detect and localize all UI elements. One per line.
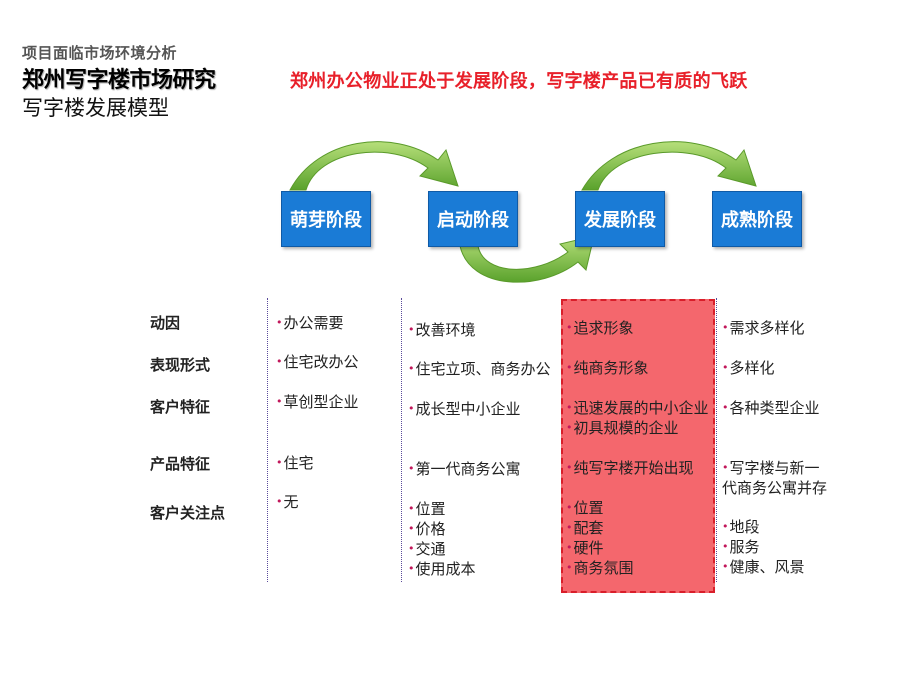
cell-mature-form: •多样化 [722,359,775,377]
stage-box-develop: 发展阶段 [575,191,665,247]
cell-sprout-focus: •无 [276,493,299,511]
stage-box-mature: 成熟阶段 [712,191,802,247]
cell-develop-focus: •位置 •配套 •硬件 •商务氛围 [566,499,634,577]
cell-mature-motive: •需求多样化 [722,319,805,337]
cell-startup-form: •住宅立项、商务办公 [408,360,551,378]
row-label-form: 表现形式 [150,356,211,374]
cell-sprout-product: •住宅 [276,454,314,472]
section-subtitle: 项目面临市场环境分析 [22,44,178,62]
cell-startup-motive: •改善环境 [408,321,476,339]
cell-develop-form: •纯商务形象 [566,359,649,377]
row-label-product: 产品特征 [150,455,211,473]
cell-sprout-motive: •办公需要 [276,314,344,332]
column-divider [401,298,402,582]
arrow-arc-1 [289,141,459,191]
row-label-customer: 客户特征 [150,398,211,416]
arrow-arc-3 [581,141,757,191]
cell-startup-product: •第一代商务公寓 [408,460,521,478]
headline: 郑州办公物业正处于发展阶段，写字楼产品已有质的飞跃 [290,71,748,92]
model-title: 写字楼发展模型 [22,96,169,120]
column-divider [267,298,268,582]
row-label-focus: 客户关注点 [150,504,226,522]
row-label-motive: 动因 [150,314,181,332]
cell-mature-focus: •地段 •服务 •健康、风景 [722,518,805,576]
develop-stage-highlight [561,299,715,593]
cell-mature-customer: •各种类型企业 [722,399,820,417]
column-divider [716,298,717,582]
cell-develop-motive: •追求形象 [566,319,634,337]
cell-develop-product: •纯写字楼开始出现 [566,459,694,477]
stage-box-startup: 启动阶段 [428,191,518,247]
page-title: 郑州写字楼市场研究 [22,68,216,93]
cell-sprout-customer: •草创型企业 [276,393,359,411]
stage-arrows [289,141,757,283]
cell-mature-product: •写字楼与新一 代商务公寓并存 [722,459,828,497]
cell-sprout-form: •住宅改办公 [276,353,359,371]
stage-box-sprout: 萌芽阶段 [281,191,371,247]
cell-startup-focus: •位置 •价格 •交通 •使用成本 [408,500,476,578]
cell-startup-customer: •成长型中小企业 [408,400,521,418]
cell-develop-customer: •迅速发展的中小企业 •初具规模的企业 [566,399,709,437]
